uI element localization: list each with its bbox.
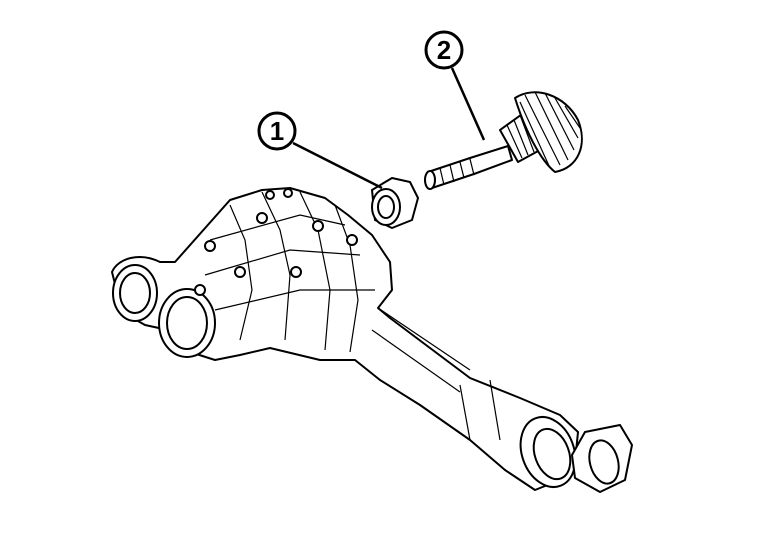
pinion-seal-part-1: [371, 177, 419, 229]
callout-2-circle: [424, 30, 464, 70]
callout-2-label: 2: [437, 35, 451, 65]
drive-pinion-gear-part-2: [424, 91, 583, 190]
callout-1: 1: [257, 111, 383, 190]
callout-1-label: 1: [270, 116, 284, 146]
callout-2-leader: [450, 67, 486, 141]
axle-housing: [111, 187, 633, 493]
callout-1-leader: [292, 141, 383, 190]
callout-2: 2: [424, 30, 486, 141]
callout-1-circle: [257, 111, 297, 151]
